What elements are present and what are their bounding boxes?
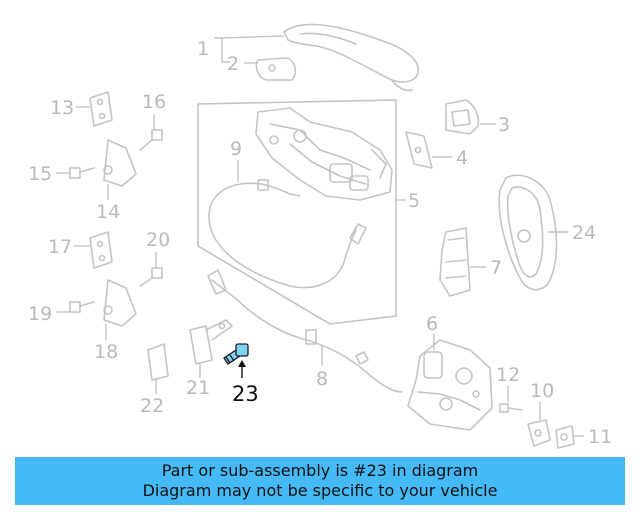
part-15-bolt <box>69 167 95 179</box>
part-22-pad <box>147 343 169 381</box>
label-4: 4 <box>456 147 468 169</box>
label-6: 6 <box>426 313 438 335</box>
part-3-cap <box>445 99 480 135</box>
label-18: 18 <box>94 341 118 363</box>
latch-mechanism <box>255 107 393 201</box>
part-13-hinge-plate <box>89 91 113 127</box>
part-5-frame <box>197 99 397 325</box>
label-17: 17 <box>48 236 72 258</box>
info-banner: Part or sub-assembly is #23 in diagram D… <box>15 457 625 505</box>
leader-1 <box>214 35 285 63</box>
part-23-bolt-highlighted <box>223 343 249 365</box>
label-9: 9 <box>230 138 242 160</box>
label-13: 13 <box>50 97 74 119</box>
label-21: 21 <box>186 377 210 399</box>
part-10-plate <box>527 419 551 447</box>
part-2-handle-cover <box>255 57 297 81</box>
label-20: 20 <box>146 229 170 251</box>
part-8-rod <box>207 269 403 393</box>
label-16: 16 <box>142 91 166 113</box>
label-24: 24 <box>572 222 596 244</box>
label-5: 5 <box>408 190 420 212</box>
label-2: 2 <box>227 53 239 75</box>
arrow-23-icon <box>238 360 246 367</box>
label-7: 7 <box>490 257 502 279</box>
label-19: 19 <box>28 303 52 325</box>
part-9-cable <box>208 179 367 289</box>
part-16-bolt <box>139 129 163 151</box>
banner-line-2: Diagram may not be specific to your vehi… <box>142 481 498 500</box>
part-14-hinge <box>103 139 137 187</box>
banner-line-1: Part or sub-assembly is #23 in diagram <box>161 461 479 480</box>
part-7-bracket <box>439 227 471 297</box>
label-22: 22 <box>140 395 164 417</box>
label-12: 12 <box>496 364 520 386</box>
label-1: 1 <box>197 38 209 60</box>
part-24-seal <box>498 174 558 291</box>
part-18-hinge <box>103 279 137 327</box>
part-19-bolt <box>69 301 95 313</box>
part-17-hinge-plate <box>89 231 113 269</box>
label-8: 8 <box>316 368 328 390</box>
label-11: 11 <box>588 426 612 448</box>
part-12-screw <box>499 403 523 413</box>
label-15: 15 <box>28 163 52 185</box>
part-4-bracket <box>405 131 433 169</box>
label-14: 14 <box>96 201 120 223</box>
label-10: 10 <box>530 380 554 402</box>
part-11-washer <box>555 425 575 449</box>
label-23: 23 <box>232 382 259 406</box>
label-3: 3 <box>498 114 510 136</box>
part-21-clip <box>189 319 233 365</box>
part-20-bolt <box>139 267 163 287</box>
part-6-actuator <box>407 339 493 431</box>
part-1-door-handle <box>283 23 419 92</box>
